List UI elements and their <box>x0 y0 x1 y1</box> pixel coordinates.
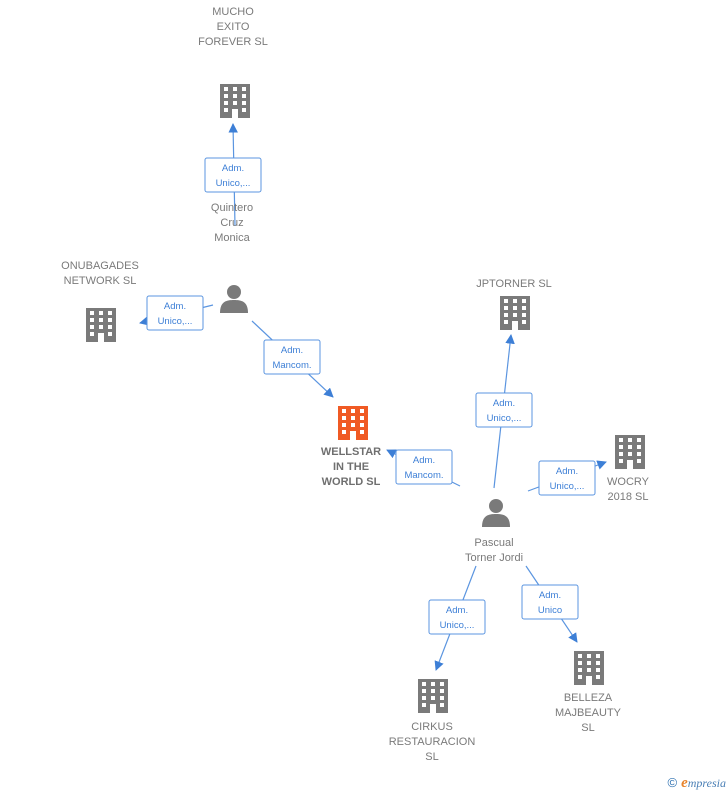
edge-role-label[interactable]: Adm. Unico,... <box>538 460 596 496</box>
node-label-line[interactable]: Monica <box>214 232 250 244</box>
node-label-line[interactable]: EXITO <box>217 21 250 33</box>
edge-label-box <box>395 449 453 485</box>
edge-role-label[interactable]: Adm. Unico,... <box>475 392 533 428</box>
building-icon[interactable] <box>220 84 250 118</box>
node-label-line[interactable]: MUCHO <box>212 6 254 18</box>
node-label-line[interactable]: IN THE <box>333 461 369 473</box>
node-label-line[interactable]: SL <box>425 751 438 763</box>
node-label-line[interactable]: CIRKUS <box>411 721 453 733</box>
edge-label-text: Adm. <box>446 605 468 616</box>
building-icon[interactable] <box>418 679 448 713</box>
edge-label-text: Adm. <box>493 398 515 409</box>
node-mucho[interactable]: MUCHO EXITO FOREVER SL <box>198 6 268 118</box>
brand-logo-text: mpresia <box>687 776 726 790</box>
node-jptorner[interactable]: JPTORNER SL <box>476 278 552 330</box>
edge-label-text: Mancom. <box>404 470 443 481</box>
node-label-line[interactable]: Torner Jordi <box>465 552 523 564</box>
copyright-symbol: © <box>667 775 678 790</box>
edge-label-text: Unico,... <box>158 316 193 327</box>
edge-label-box <box>263 339 321 375</box>
building-icon[interactable] <box>574 651 604 685</box>
edge-quintero-to-wellstar: Adm. Mancom. <box>251 320 334 398</box>
building-icon[interactable] <box>500 296 530 330</box>
person-icon[interactable] <box>482 499 510 527</box>
node-label-line[interactable]: FOREVER SL <box>198 36 268 48</box>
edge-label-box <box>146 295 204 331</box>
node-belleza[interactable]: BELLEZA MAJBEAUTY SL <box>555 651 622 734</box>
node-onubagades[interactable]: ONUBAGADES NETWORK SL <box>61 260 139 342</box>
person-icon[interactable] <box>220 285 248 313</box>
edge-label-text: Adm. <box>164 301 186 312</box>
edge-label-text: Unico,... <box>440 620 475 631</box>
node-label-line[interactable]: Cruz <box>220 217 243 229</box>
edge-label-text: Adm. <box>556 466 578 477</box>
edge-label-box <box>521 584 579 620</box>
node-label-line[interactable]: Quintero <box>211 202 253 214</box>
node-label-line[interactable]: JPTORNER SL <box>476 278 552 290</box>
edge-pascual-to-wellstar: Adm. Mancom. <box>386 449 461 487</box>
edge-label-text: Unico,... <box>487 413 522 424</box>
edge-role-label[interactable]: Adm. Unico,... <box>204 157 262 193</box>
edge-label-text: Unico,... <box>550 481 585 492</box>
edges-layer: Adm.Unico,...Adm.Unico,...Adm.Mancom.Adm… <box>139 123 607 671</box>
edge-label-text: Unico,... <box>216 178 251 189</box>
edge-pascual-to-cirkus: Adm. Unico,... <box>428 565 486 671</box>
node-wellstar[interactable]: WELLSTAR IN THE WORLD SL <box>321 406 381 488</box>
edge-label-text: Adm. <box>539 590 561 601</box>
node-label-line[interactable]: WOCRY <box>607 476 650 488</box>
edge-pascual-to-belleza: Adm. Unico <box>521 565 579 643</box>
edge-quintero-to-mucho: Adm. Unico,... <box>204 123 262 227</box>
footer-brand[interactable]: ©empresia <box>668 775 727 792</box>
building-icon[interactable] <box>86 308 116 342</box>
edge-quintero-to-onubagades: Adm. Unico,... <box>139 295 214 331</box>
node-cirkus[interactable]: CIRKUS RESTAURACION SL <box>389 679 476 763</box>
node-label-line[interactable]: ONUBAGADES <box>61 260 139 272</box>
node-label-line[interactable]: WELLSTAR <box>321 446 381 458</box>
node-label-line[interactable]: BELLEZA <box>564 692 613 704</box>
edge-role-label[interactable]: Adm. Unico,... <box>428 599 486 635</box>
node-wocry[interactable]: WOCRY 2018 SL <box>607 435 650 503</box>
edge-label-text: Adm. <box>222 163 244 174</box>
brand-logo-initial: e <box>681 775 688 791</box>
edge-label-text: Adm. <box>413 455 435 466</box>
node-label-line[interactable]: Pascual <box>474 537 513 549</box>
edge-role-label[interactable]: Adm. Unico,... <box>146 295 204 331</box>
node-label-line[interactable]: SL <box>581 722 594 734</box>
node-label-line[interactable]: MAJBEAUTY <box>555 707 622 719</box>
edge-label-text: Unico <box>538 605 562 616</box>
edge-label-box <box>538 460 596 496</box>
edge-label-box <box>204 157 262 193</box>
node-label-line[interactable]: WORLD SL <box>322 476 381 488</box>
edge-role-label[interactable]: Adm. Mancom. <box>395 449 453 485</box>
edge-pascual-to-wocry: Adm. Unico,... <box>527 460 607 496</box>
node-label-line[interactable]: NETWORK SL <box>64 275 137 287</box>
node-label-line[interactable]: 2018 SL <box>608 491 649 503</box>
edge-label-box <box>475 392 533 428</box>
building-icon[interactable] <box>615 435 645 469</box>
edge-pascual-to-jptorner: Adm. Unico,... <box>475 334 533 489</box>
nodes-layer: MUCHO EXITO FOREVER SL ONUBAGADES NETWORK SL… <box>61 6 649 763</box>
edge-role-label[interactable]: Adm. Unico <box>521 584 579 620</box>
edge-label-box <box>428 599 486 635</box>
building-icon[interactable] <box>338 406 368 440</box>
edge-role-label[interactable]: Adm. Mancom. <box>263 339 321 375</box>
edge-label-text: Mancom. <box>272 360 311 371</box>
edge-label-text: Adm. <box>281 345 303 356</box>
node-label-line[interactable]: RESTAURACION <box>389 736 476 748</box>
